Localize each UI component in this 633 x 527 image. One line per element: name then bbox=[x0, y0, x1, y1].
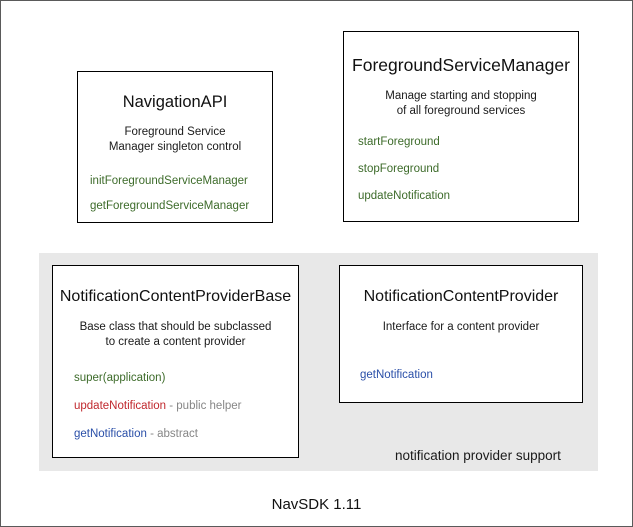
panel-caption: notification provider support bbox=[395, 448, 561, 463]
method-row[interactable]: initForegroundServiceManager bbox=[90, 174, 249, 188]
description-line: Interface for a content provider bbox=[382, 321, 540, 333]
method-list-navigation-api: initForegroundServiceManager getForegrou… bbox=[90, 174, 249, 213]
method-row[interactable]: stopForeground bbox=[358, 162, 450, 176]
diagram-footer-label: NavSDK 1.11 bbox=[271, 496, 362, 513]
class-description-notification-content-provider: Interface for a content provider bbox=[340, 320, 582, 335]
method-note: - public helper bbox=[166, 400, 242, 412]
class-title-notification-content-provider: NotificationContentProvider bbox=[363, 288, 559, 305]
method-name: updateNotification bbox=[358, 190, 451, 202]
method-row[interactable]: updateNotification bbox=[358, 189, 450, 203]
method-list-notification-content-provider: getNotification bbox=[360, 368, 433, 382]
description-line: Base class that should be subclassed bbox=[79, 321, 272, 333]
method-name: getNotification bbox=[360, 369, 433, 381]
method-row[interactable]: super(application) bbox=[74, 371, 242, 385]
method-name: initForegroundServiceManager bbox=[90, 175, 248, 187]
method-row[interactable]: getNotification - abstract bbox=[74, 427, 242, 441]
class-description-navigation-api: Foreground Service Manager singleton con… bbox=[78, 125, 272, 155]
class-box-foreground-service-manager[interactable]: ForegroundServiceManager Manage starting… bbox=[343, 31, 579, 222]
description-line: Manage starting and stopping bbox=[385, 90, 537, 102]
method-row[interactable]: startForeground bbox=[358, 135, 450, 149]
method-name: stopForeground bbox=[358, 163, 440, 175]
class-description-notification-content-provider-base: Base class that should be subclassed to … bbox=[53, 320, 298, 350]
description-line: Manager singleton control bbox=[108, 141, 242, 153]
class-description-foreground-service-manager: Manage starting and stopping of all fore… bbox=[344, 89, 578, 119]
class-box-navigation-api[interactable]: NavigationAPI Foreground Service Manager… bbox=[77, 71, 273, 223]
method-name: super(application) bbox=[74, 372, 166, 384]
description-line: Foreground Service bbox=[124, 126, 226, 138]
method-name: getNotification bbox=[74, 428, 147, 440]
method-name: updateNotification bbox=[74, 400, 167, 412]
method-list-foreground-service-manager: startForeground stopForeground updateNot… bbox=[358, 135, 450, 203]
class-title-foreground-service-manager: ForegroundServiceManager bbox=[352, 55, 570, 75]
method-name: getForegroundServiceManager bbox=[90, 200, 250, 212]
class-title-notification-content-provider-base: NotificationContentProviderBase bbox=[59, 288, 292, 305]
class-box-notification-content-provider-base[interactable]: NotificationContentProviderBase Base cla… bbox=[52, 265, 299, 458]
method-row[interactable]: updateNotification - public helper bbox=[74, 399, 242, 413]
method-row[interactable]: getNotification bbox=[360, 368, 433, 382]
description-line: to create a content provider bbox=[105, 336, 246, 348]
method-list-notification-content-provider-base: super(application) updateNotification - … bbox=[74, 371, 242, 441]
method-row[interactable]: getForegroundServiceManager bbox=[90, 199, 249, 213]
class-box-notification-content-provider[interactable]: NotificationContentProvider Interface fo… bbox=[339, 265, 583, 403]
class-title-navigation-api: NavigationAPI bbox=[122, 93, 228, 111]
method-name: startForeground bbox=[358, 136, 440, 148]
method-note: - abstract bbox=[146, 428, 199, 440]
description-line: of all foreground services bbox=[396, 105, 526, 117]
